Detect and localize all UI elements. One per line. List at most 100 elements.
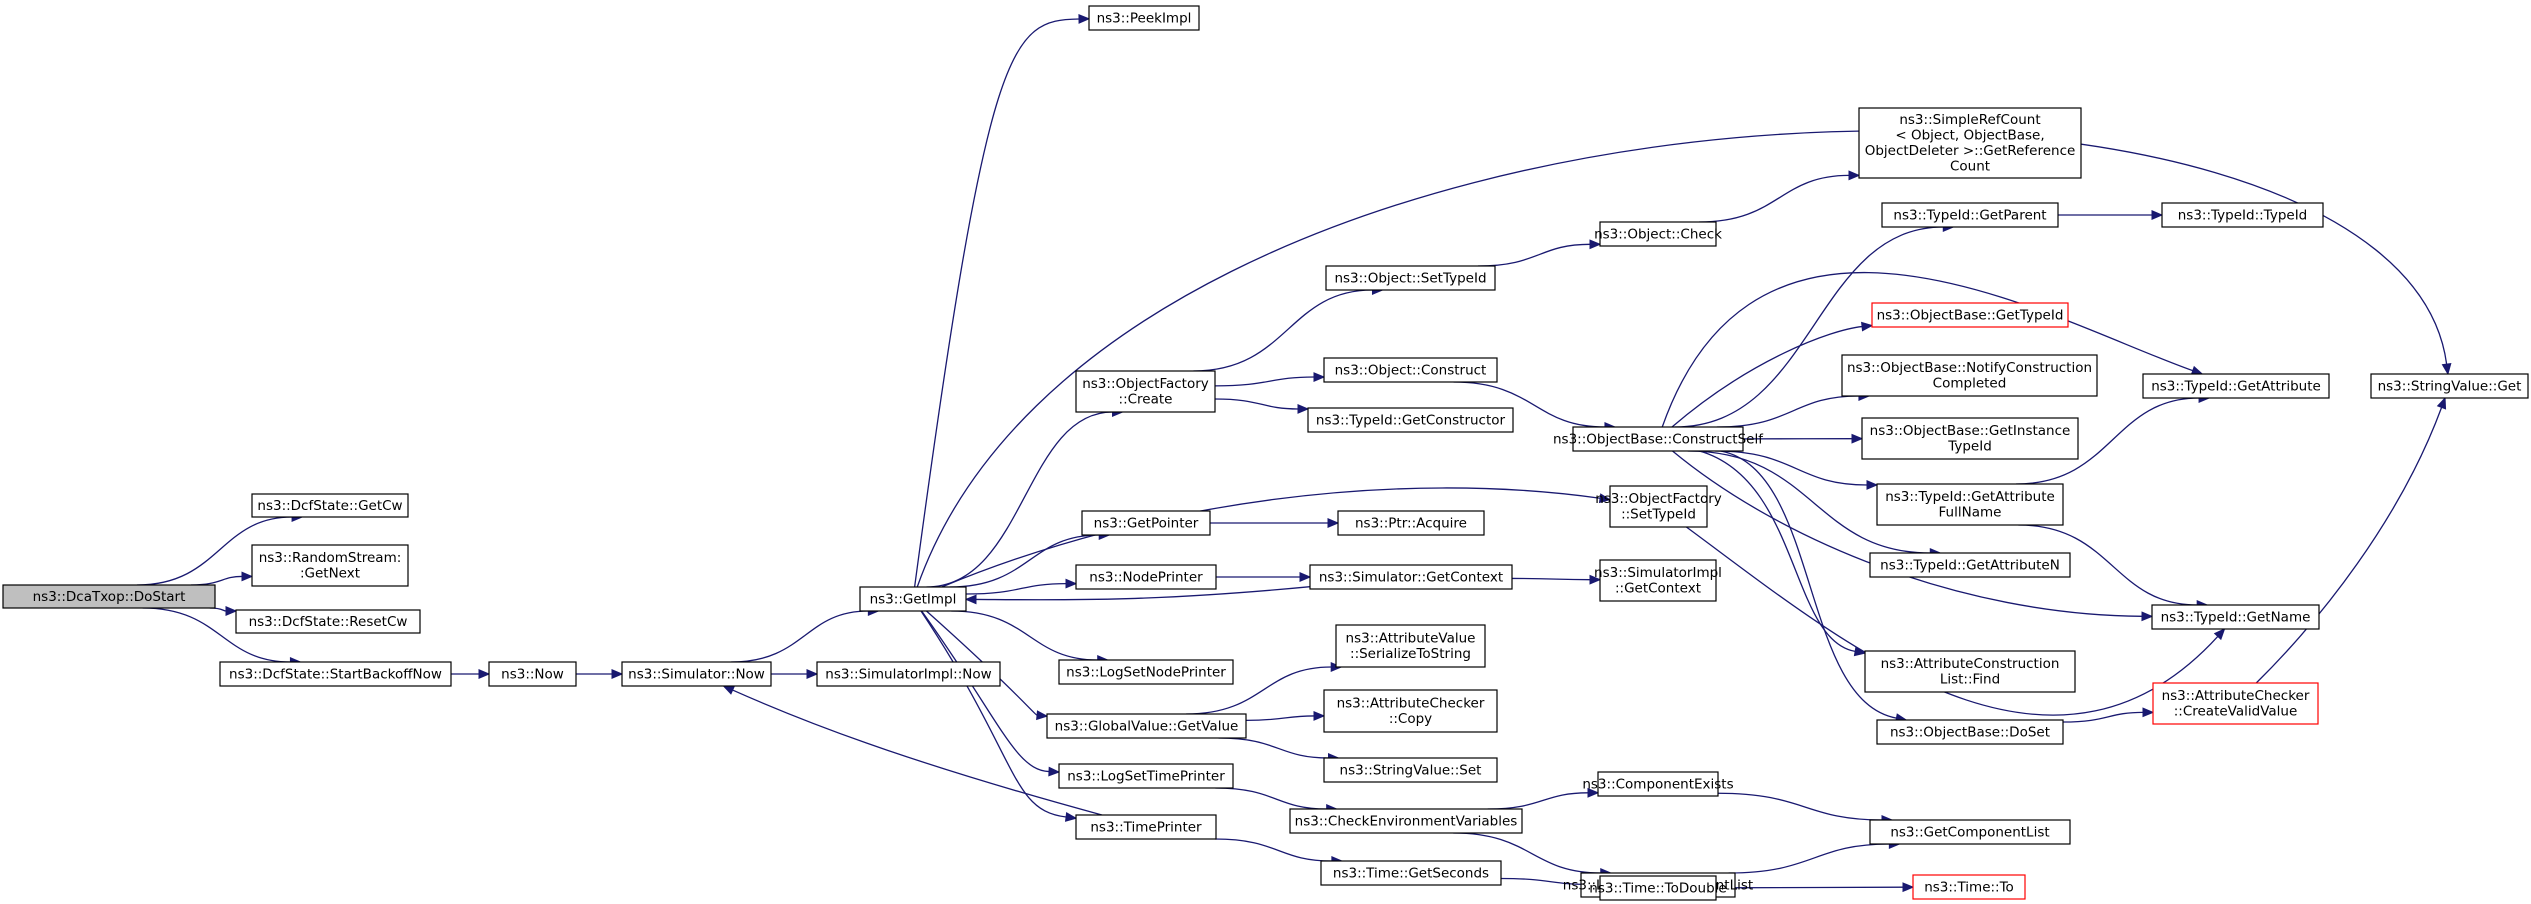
node-box [1869, 819, 2071, 845]
arrowhead [1853, 646, 1867, 657]
node-simplerefcount-getreferencecount[interactable]: ns3::SimpleRefCount< Object, ObjectBase,… [1858, 107, 2082, 179]
node-checkenvironmentvariables[interactable]: ns3::CheckEnvironmentVariables [1289, 808, 1523, 834]
node-typeid-getname[interactable]: ns3::TypeId::GetName [2151, 604, 2320, 630]
node-box [1869, 552, 2071, 578]
node-object-settypeid[interactable]: ns3::Object::SetTypeId [1325, 265, 1496, 291]
node-typeid-typeid[interactable]: ns3::TypeId::TypeId [2161, 202, 2324, 228]
node-simulatorimpl-now[interactable]: ns3::SimulatorImpl::Now [816, 661, 1001, 687]
node-timeprinter[interactable]: ns3::TimePrinter [1075, 814, 1217, 840]
edge-componentexists-to-getcomponentlist [1717, 792, 1894, 825]
node-box [1599, 875, 1717, 901]
node-componentexists[interactable]: ns3::ComponentExists [1582, 771, 1734, 797]
node-simulator-now[interactable]: ns3::Simulator::Now [621, 661, 772, 687]
node-object-check[interactable]: ns3::Object::Check [1594, 221, 1722, 247]
node-randomstream-getnext[interactable]: ns3::RandomStream::GetNext [251, 544, 409, 587]
node-objectbase-gettypeid[interactable]: ns3::ObjectBase::GetTypeId [1871, 302, 2069, 328]
node-box [251, 544, 409, 587]
edge-line [1214, 376, 1315, 387]
node-typeid-getattributen[interactable]: ns3::TypeId::GetAttributeN [1869, 552, 2071, 578]
node-label: ns3::Ptr::Acquire [1355, 515, 1467, 531]
edge-getimpl-to-logsettimeprinter [921, 610, 1061, 777]
node-box [1871, 302, 2069, 328]
node-label: ns3::Object::SetTypeId [1334, 270, 1486, 286]
node-ptr-acquire[interactable]: ns3::Ptr::Acquire [1337, 510, 1485, 536]
node-box [1572, 426, 1744, 452]
node-globalvalue-getvalue[interactable]: ns3::GlobalValue::GetValue [1046, 713, 1247, 739]
edge-getimpl-to-stringvalue-get [916, 130, 2452, 588]
edge-objectbase-constructself-to-typeid-getattributefullname [1715, 450, 1879, 490]
edge-simulator-now-to-getimpl [731, 606, 880, 663]
arrowhead [1861, 321, 1874, 332]
node-stringvalue-get[interactable]: ns3::StringValue::Get [2370, 373, 2529, 399]
edge-line [975, 586, 1311, 601]
node-box [1046, 713, 1247, 739]
node-peekimpl[interactable]: ns3::PeekImpl [1088, 5, 1200, 31]
arrowhead [478, 669, 491, 679]
node-getimpl[interactable]: ns3::GetImpl [859, 586, 967, 612]
node-box [1912, 874, 2026, 900]
node-box [1325, 265, 1496, 291]
node-dcfstate-resetcw[interactable]: ns3::DcfState::ResetCw [235, 609, 421, 634]
arrowhead [1848, 170, 1861, 181]
arrowhead [2213, 628, 2226, 641]
node-label: ns3::ObjectBase::NotifyConstruction [1847, 360, 2092, 376]
edge-globalvalue-getvalue-to-attributechecker-copy [1245, 710, 1326, 721]
node-box [1075, 370, 1216, 413]
edge-line [1728, 843, 1890, 874]
node-objectfactory-create[interactable]: ns3::ObjectFactory::Create [1075, 370, 1216, 413]
node-label: ns3::GetImpl [870, 591, 957, 607]
node-attributechecker-createvalidvalue[interactable]: ns3::AttributeChecker::CreateValidValue [2152, 682, 2319, 725]
node-stringvalue-set[interactable]: ns3::StringValue::Set [1323, 757, 1498, 783]
edge-object-settypeid-to-object-check [1477, 239, 1602, 267]
node-dcatxop-dostart: ns3::DcaTxop::DoStart [2, 584, 216, 609]
arrowhead [1902, 882, 1915, 893]
arrowhead [611, 669, 624, 679]
node-time-to[interactable]: ns3::Time::To [1912, 874, 2026, 900]
arrowhead [2141, 611, 2154, 622]
edge-line [1699, 174, 1850, 223]
node-nodeprinter[interactable]: ns3::NodePrinter [1075, 564, 1217, 590]
node-box [2, 584, 216, 609]
node-getpointer[interactable]: ns3::GetPointer [1081, 510, 1211, 536]
node-typeid-getconstructor[interactable]: ns3::TypeId::GetConstructor [1307, 407, 1514, 433]
edge-line [1214, 398, 1299, 410]
node-attributechecker-copy[interactable]: ns3::AttributeChecker::Copy [1323, 689, 1498, 733]
edge-line [1215, 838, 1332, 862]
node-simulatorimpl-getcontext[interactable]: ns3::SimulatorImpl::GetContext [1594, 559, 1722, 602]
arrowhead [225, 606, 238, 616]
node-dcfstate-getcw[interactable]: ns3::DcfState::GetCw [251, 493, 409, 518]
node-object-construct[interactable]: ns3::Object::Construct [1323, 357, 1498, 383]
node-objectbase-doset[interactable]: ns3::ObjectBase::DoSet [1876, 719, 2064, 745]
node-box [1609, 485, 1708, 528]
edge-line [732, 689, 1103, 816]
node-attributevalue-serializetostring[interactable]: ns3::AttributeValue::SerializeToString [1335, 624, 1486, 668]
node-label: ns3::Time::ToDouble [1589, 880, 1726, 896]
node-time-todouble[interactable]: ns3::Time::ToDouble [1589, 875, 1727, 901]
node-label: ns3::NodePrinter [1089, 569, 1203, 585]
node-typeid-getattribute[interactable]: ns3::TypeId::GetAttribute [2142, 373, 2330, 399]
node-time-getseconds[interactable]: ns3::Time::GetSeconds [1320, 860, 1502, 886]
arrowhead [1299, 572, 1312, 582]
node-objectbase-notifyconstructioncompleted[interactable]: ns3::ObjectBase::NotifyConstructionCompl… [1841, 354, 2098, 397]
node-box [1289, 808, 1523, 834]
node-dcfstate-startbackoffnow[interactable]: ns3::DcfState::StartBackoffNow [219, 661, 452, 687]
node-getcomponentlist[interactable]: ns3::GetComponentList [1869, 819, 2071, 845]
node-now[interactable]: ns3::Now [488, 661, 577, 687]
node-logsettimeprinter[interactable]: ns3::LogSetTimePrinter [1058, 763, 1234, 789]
node-simulator-getcontext[interactable]: ns3::Simulator::GetContext [1309, 564, 1513, 590]
node-typeid-getparent[interactable]: ns3::TypeId::GetParent [1881, 202, 2059, 228]
arrowhead [1589, 574, 1602, 585]
node-objectfactory-settypeid[interactable]: ns3::ObjectFactory::SetTypeId [1595, 485, 1722, 528]
node-logsetnodeprinter[interactable]: ns3::LogSetNodePrinter [1058, 659, 1234, 685]
node-label: ns3::TypeId::GetAttribute [1885, 489, 2055, 505]
node-box [1323, 357, 1498, 383]
node-objectbase-constructself[interactable]: ns3::ObjectBase::ConstructSelf [1553, 426, 1764, 452]
node-box [1058, 763, 1234, 789]
node-label: ns3::StringValue::Get [2378, 378, 2522, 394]
node-box [1858, 107, 2082, 179]
node-label: List::Find [1940, 672, 2000, 688]
node-label: ns3::CheckEnvironmentVariables [1295, 813, 1518, 829]
